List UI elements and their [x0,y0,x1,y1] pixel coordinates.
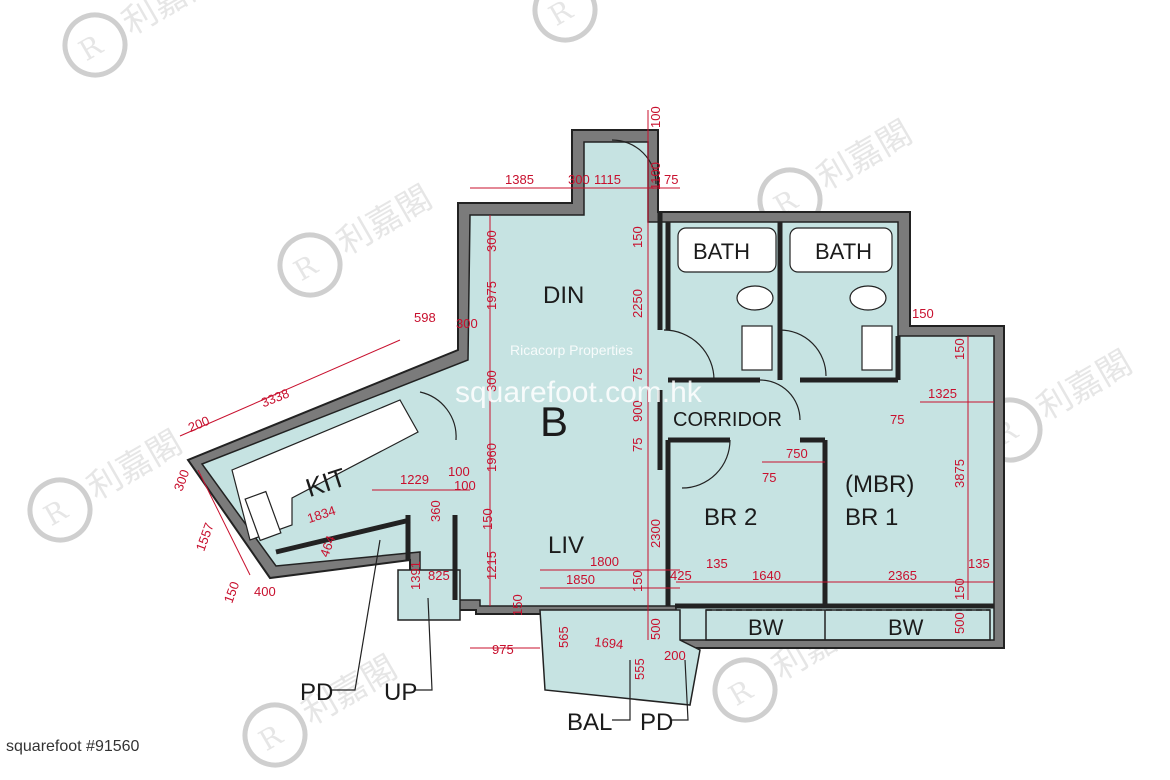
dimension-lines [179,110,994,649]
callout-leaders [330,539,689,721]
watermark-agency: Ricacorp Properties [510,342,633,358]
listing-id: squarefoot #91560 [6,738,140,755]
dim-975: 975 [492,642,514,657]
dim-1229: 1229 [400,472,429,487]
room-label-mbr-tag: (MBR) [845,471,914,498]
svg-text:利嘉閣: 利嘉閣 [331,178,439,264]
room-label-corridor: CORRIDOR [673,409,782,431]
dim-300-kit-top: 300 [456,316,478,331]
room-label-din: DIN [543,282,584,309]
dim-300-kit: 300 [171,468,193,494]
dim-1391: 1391 [408,561,423,590]
dim-825: 825 [428,568,450,583]
dim-400: 400 [254,584,276,599]
dim-598: 598 [414,310,436,325]
dim-150-kit: 150 [221,580,243,606]
svg-text:R: R [288,248,324,288]
dim-1100: 1100 [648,162,663,190]
svg-text:利嘉閣: 利嘉閣 [81,423,189,509]
dim-150-top: 150 [630,226,645,248]
room-label-bw-2: BW [888,615,924,640]
dim-75-mbr: 75 [890,412,904,427]
dim-135-b: 135 [968,556,990,571]
bay-windows [705,609,991,641]
room-label-bath-2: BATH [815,239,872,264]
dim-150-kit-c: 150 [480,508,495,530]
svg-text:R: R [73,28,109,68]
svg-text:R: R [543,0,579,33]
dim-135-a: 135 [706,556,728,571]
dim-500-bw: 500 [952,612,967,634]
dim-1694: 1694 [594,634,624,652]
callout-up: UP [384,679,417,706]
dim-1960: 1960 [484,443,499,472]
dim-1215: 1215 [484,551,499,580]
room-label-br-1: BR 1 [845,504,898,531]
dim-1115: 1115 [594,172,621,187]
svg-text:利嘉閣: 利嘉閣 [116,0,224,43]
dim-3338: 3338 [259,386,291,411]
dim-900: 900 [630,400,645,422]
room-label-br-2: BR 2 [704,504,757,531]
svg-text:利嘉閣: 利嘉閣 [811,113,919,199]
dim-100-kit-b: 100 [454,478,476,493]
dim-200: 200 [186,413,212,435]
dim-150-mbr-side: 150 [952,338,967,360]
dim-75-br2: 75 [762,470,776,485]
balcony [539,609,701,706]
svg-text:利嘉閣: 利嘉閣 [586,0,694,8]
dimension-labels: 1385 300 1115 100 1100 75 300 150 1975 2… [171,106,990,680]
unit-label: B [540,398,568,445]
dim-1800: 1800 [590,554,619,569]
room-label-bw-1: BW [748,615,784,640]
svg-text:R: R [723,673,759,713]
dim-565: 565 [556,626,571,648]
dim-425: 425 [670,568,692,583]
dim-360: 360 [428,500,443,522]
dim-300-din: 300 [484,230,499,252]
dim-464: 464 [317,534,339,560]
door-swings [419,139,827,489]
dim-150-liv-a: 150 [510,594,525,616]
svg-text:R: R [253,718,289,758]
dim-3875: 3875 [952,459,967,488]
dim-150-mbr: 150 [912,306,934,321]
dim-1640: 1640 [752,568,781,583]
callout-pd-left: PD [300,679,333,706]
dim-200-bal: 200 [664,648,686,663]
dim-150-bw: 150 [952,578,967,600]
dim-1385: 1385 [505,172,534,187]
dim-2365: 2365 [888,568,917,583]
bath-fixtures [677,227,893,371]
dim-1325: 1325 [928,386,957,401]
room-label-liv: LIV [548,532,584,559]
dim-100-top: 100 [648,106,663,128]
room-label-bath-1: BATH [693,239,750,264]
dim-1557: 1557 [193,521,217,553]
dim-1975: 1975 [484,281,499,310]
dim-500-bal: 500 [648,618,663,640]
dim-750: 750 [786,446,808,461]
dim-75-mid-b: 75 [630,438,645,452]
dim-1850: 1850 [566,572,595,587]
callout-bal: BAL [567,709,612,736]
dim-300-mid: 300 [484,370,499,392]
kitchen-counter [231,399,419,542]
callout-pd-right: PD [640,709,673,736]
dim-75-top: 75 [664,172,678,187]
utility-platform [397,569,461,621]
dim-2250: 2250 [630,289,645,318]
svg-text:R: R [38,493,74,533]
watermark-site: squarefoot.com.hk [455,376,702,409]
svg-text:利嘉閣: 利嘉閣 [1031,343,1139,429]
dim-75-mid-a: 75 [630,368,645,382]
dim-2300: 2300 [648,519,663,548]
dim-100-kit-a: 100 [448,464,470,479]
dim-555: 555 [632,658,647,680]
dim-300-top: 300 [568,172,590,187]
interior-walls [275,212,994,609]
dim-150-liv-b: 150 [630,570,645,592]
